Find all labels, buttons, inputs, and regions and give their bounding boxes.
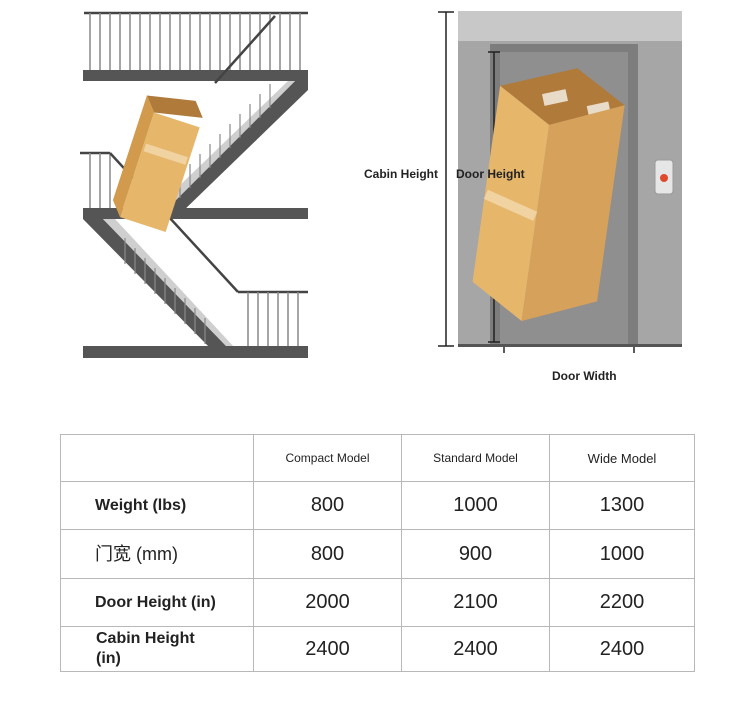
table-cell: 2200 bbox=[549, 578, 695, 627]
lower-flight-balusters bbox=[124, 238, 206, 344]
table-cell: 1000 bbox=[549, 529, 695, 579]
table-cell: 2000 bbox=[253, 578, 402, 627]
table-cell: 2100 bbox=[401, 578, 550, 627]
table-row: Door Height (in) 2000 2100 2200 bbox=[60, 578, 695, 627]
upper-landing bbox=[83, 70, 308, 81]
middle-landing bbox=[83, 208, 308, 219]
table-header-wide: Wide Model bbox=[549, 434, 695, 482]
door-width-label: Door Width bbox=[552, 369, 617, 383]
table-row: 门宽 (mm) 800 900 1000 bbox=[60, 529, 695, 579]
table-cell: 800 bbox=[253, 481, 402, 530]
lower-flight-steps bbox=[103, 219, 235, 348]
table-cell: 2400 bbox=[401, 626, 550, 672]
elevator-illustration bbox=[438, 11, 682, 353]
table-header-standard: Standard Model bbox=[401, 434, 550, 482]
row-label-cabin-height: Cabin Height (in) bbox=[60, 626, 254, 672]
cardboard-box-elevator bbox=[472, 68, 625, 322]
table-cell: 1000 bbox=[401, 481, 550, 530]
table-header-compact: Compact Model bbox=[253, 434, 402, 482]
call-button-icon bbox=[660, 174, 668, 182]
table-row: Cabin Height (in) 2400 2400 2400 bbox=[60, 626, 695, 672]
row-label-door-width: 门宽 (mm) bbox=[60, 529, 254, 579]
cardboard-box-stairs bbox=[112, 95, 203, 232]
table-cell: 800 bbox=[253, 529, 402, 579]
upper-flight-steps bbox=[150, 81, 295, 214]
row-label-door-height: Door Height (in) bbox=[60, 578, 254, 627]
table-header-empty bbox=[60, 434, 254, 482]
table-cell: 2400 bbox=[549, 626, 695, 672]
upper-flight-balusters bbox=[179, 84, 271, 198]
staircase-illustration bbox=[80, 11, 308, 358]
table-cell: 2400 bbox=[253, 626, 402, 672]
spec-table: Compact Model Standard Model Wide Model … bbox=[60, 434, 695, 672]
upper-railing bbox=[84, 11, 308, 70]
door-width-dimension bbox=[503, 347, 635, 353]
table-row: Weight (lbs) 800 1000 1300 bbox=[60, 481, 695, 530]
table-cell: 1300 bbox=[549, 481, 695, 530]
cabin-height-label: Cabin Height bbox=[364, 167, 438, 181]
row-label-weight: Weight (lbs) bbox=[60, 481, 254, 530]
upper-flight bbox=[162, 81, 308, 214]
middle-railing bbox=[80, 151, 111, 208]
door-height-label: Door Height bbox=[456, 167, 525, 181]
cabin-height-dimension bbox=[438, 11, 454, 347]
bottom-floor bbox=[83, 346, 308, 358]
lower-railing bbox=[238, 290, 308, 346]
table-cell: 900 bbox=[401, 529, 550, 579]
upper-handrail bbox=[214, 15, 276, 84]
table-header-row: Compact Model Standard Model Wide Model bbox=[60, 434, 695, 482]
elevator-floor bbox=[458, 344, 682, 347]
